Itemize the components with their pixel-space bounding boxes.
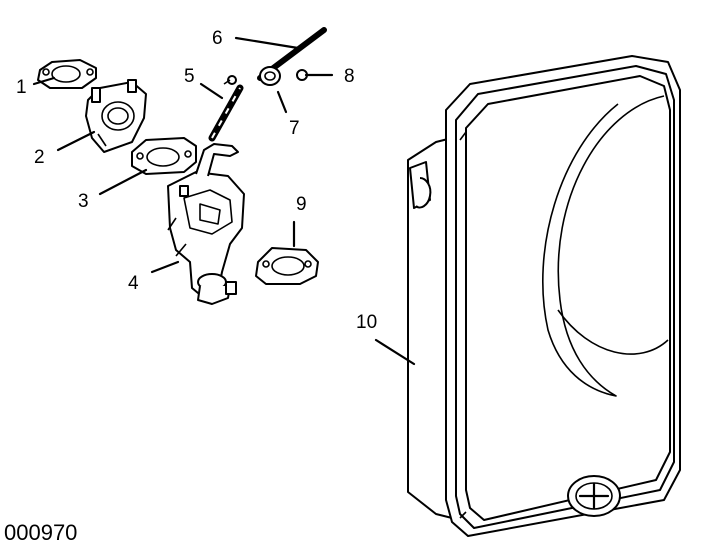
callout-4: 4 xyxy=(128,273,139,294)
part-9-gasket xyxy=(255,247,319,285)
knob-icon xyxy=(567,475,621,517)
callout-7: 7 xyxy=(289,118,300,139)
part-3-gasket xyxy=(131,137,197,175)
part-2-adapter xyxy=(85,79,147,153)
part-1-gasket xyxy=(37,59,97,89)
part-5-rod xyxy=(208,84,244,142)
part-8-screw xyxy=(296,69,334,81)
callout-5: 5 xyxy=(184,66,195,87)
screw-small xyxy=(223,75,237,85)
leader-lines xyxy=(32,36,416,366)
callout-8: 8 xyxy=(344,66,355,87)
callout-9: 9 xyxy=(296,194,307,215)
part-4-carburetor xyxy=(167,143,245,305)
callout-1: 1 xyxy=(16,77,27,98)
callout-3: 3 xyxy=(78,191,89,212)
callout-2: 2 xyxy=(34,147,45,168)
figure-number: 000970 xyxy=(4,520,77,545)
callout-6: 6 xyxy=(212,28,223,49)
part-10-air-cleaner xyxy=(407,55,681,537)
part-7-clamp xyxy=(259,66,281,86)
callout-10: 10 xyxy=(356,312,377,333)
